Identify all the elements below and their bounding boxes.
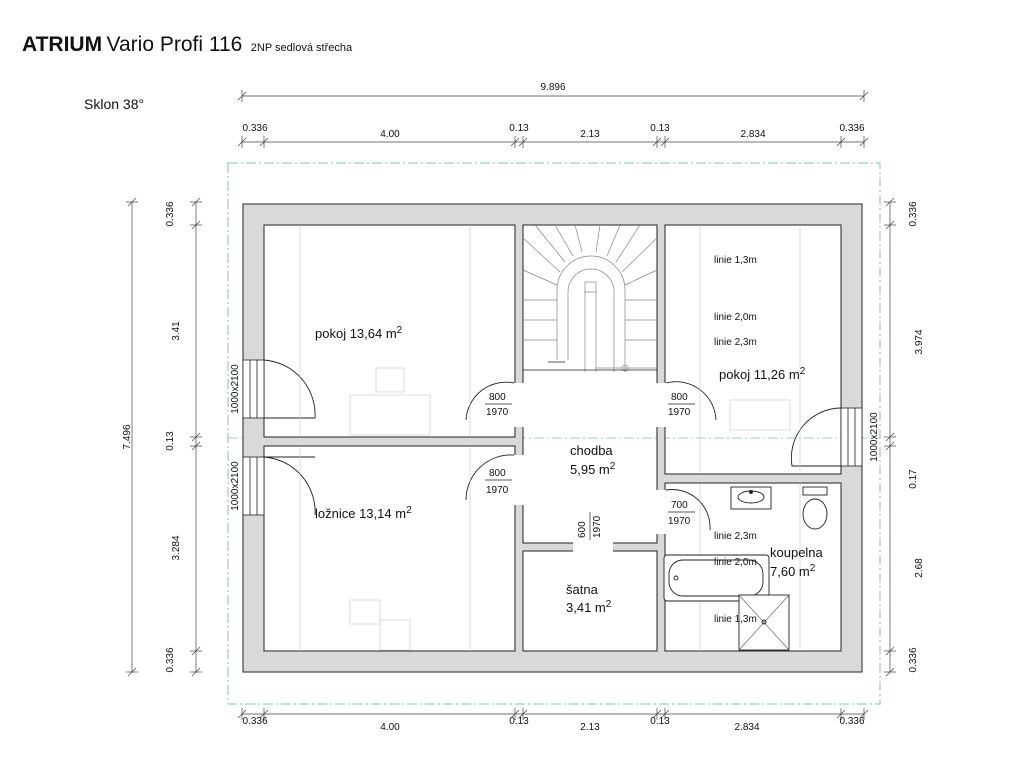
dim-right-seg: 0.336 — [908, 201, 919, 226]
window-opening — [840, 407, 863, 467]
window-label: 1000x2100 — [230, 364, 241, 414]
door-width: 800 — [489, 392, 506, 403]
door-height: 1970 — [486, 485, 509, 496]
roof-line-label: linie 1,3m — [714, 614, 757, 625]
room-loznice: ložnice 13,14 m2 — [315, 505, 412, 521]
room-chodba-area: 5,95 m2 — [570, 461, 616, 477]
room-pokoj-right: pokoj 11,26 m2 — [719, 366, 806, 382]
door-swing — [465, 454, 515, 501]
dim-top-seg: 0.13 — [509, 123, 529, 134]
room-koupelna-name: koupelna — [770, 545, 824, 560]
door-gap — [656, 383, 666, 427]
dim-top-overall: 9.896 — [540, 82, 565, 93]
door-height: 1970 — [592, 515, 603, 538]
roof-line-label: linie 2,3m — [714, 531, 757, 542]
dim-bottom-seg: 0.336 — [839, 716, 864, 727]
dim-bottom-seg: 0.336 — [242, 716, 267, 727]
exterior-walls — [242, 203, 863, 673]
door-width: 800 — [671, 392, 688, 403]
plan-title: ATRIUM Vario Profi 116 2NP sedlová střec… — [22, 33, 352, 57]
dim-left-seg: 3.41 — [171, 321, 182, 341]
window-opening — [242, 359, 265, 419]
dim-right-seg: 0.336 — [908, 647, 919, 672]
dim-left-seg: 0.336 — [165, 647, 176, 672]
dim-bottom-seg: 0.13 — [650, 716, 670, 727]
dim-top-seg: 0.336 — [839, 123, 864, 134]
roof-line-label: linie 1,3m — [714, 255, 757, 266]
dim-top-seg: 2.834 — [740, 129, 765, 140]
dim-top-seg: 2.13 — [580, 129, 600, 140]
model-name: Vario Profi 116 — [106, 33, 243, 56]
dim-bottom-seg: 2.13 — [580, 722, 600, 733]
door-width: 700 — [671, 500, 688, 511]
roof-projection-lines — [299, 225, 801, 651]
door-gap — [573, 542, 613, 552]
dim-right-seg: 0.17 — [908, 469, 919, 489]
door-height: 1970 — [668, 407, 691, 418]
dim-bottom-seg: 2.834 — [734, 722, 759, 733]
window-label: 1000x2100 — [869, 412, 880, 462]
dimension-ticks — [190, 136, 896, 720]
dim-left-seg: 0.13 — [165, 431, 176, 451]
dim-left-overall: 7.496 — [122, 424, 133, 449]
door-gap — [656, 490, 666, 534]
door-width: 600 — [577, 521, 588, 538]
window-swing — [263, 359, 316, 419]
door-gap — [514, 383, 524, 427]
door-gap — [514, 455, 524, 505]
dim-right-seg: 2.68 — [914, 558, 925, 578]
roof-slope-label: Sklon 38° — [84, 96, 145, 112]
dim-top-seg: 4.00 — [380, 129, 400, 140]
room-satna-name: šatna — [566, 582, 599, 597]
bathroom-fixtures — [663, 486, 828, 651]
room-koupelna-area: 7,60 m2 — [770, 563, 816, 579]
dim-bottom-seg: 4.00 — [380, 722, 400, 733]
dim-left-seg: 0.336 — [165, 201, 176, 226]
dimension-lines — [126, 90, 891, 715]
door-width: 800 — [489, 468, 506, 479]
dim-top-seg: 0.336 — [242, 123, 267, 134]
dim-left-seg: 3.284 — [171, 535, 182, 560]
window-opening — [242, 456, 265, 516]
window-swing — [263, 456, 316, 516]
staircase — [522, 224, 658, 372]
window-label: 1000x2100 — [230, 461, 241, 511]
window-swing — [790, 407, 842, 467]
floor-subtitle: 2NP sedlová střecha — [250, 42, 353, 54]
door-swing — [665, 489, 711, 531]
roof-line-label: linie 2,0m — [714, 557, 757, 568]
dim-bottom-seg: 0.13 — [509, 716, 529, 727]
brand-name: ATRIUM — [22, 33, 103, 56]
room-satna-area: 3,41 m2 — [566, 599, 612, 615]
roof-line-label: linie 2,3m — [714, 337, 757, 348]
door-height: 1970 — [668, 516, 691, 527]
roof-line-label: linie 2,0m — [714, 312, 757, 323]
room-pokoj-left: pokoj 13,64 m2 — [315, 325, 403, 341]
door-swing — [465, 381, 515, 421]
room-chodba-name: chodba — [570, 443, 613, 458]
axis-outline — [227, 162, 881, 705]
dim-right-seg: 3.974 — [914, 329, 925, 354]
door-height: 1970 — [486, 407, 509, 418]
dim-top-seg: 0.13 — [650, 123, 670, 134]
